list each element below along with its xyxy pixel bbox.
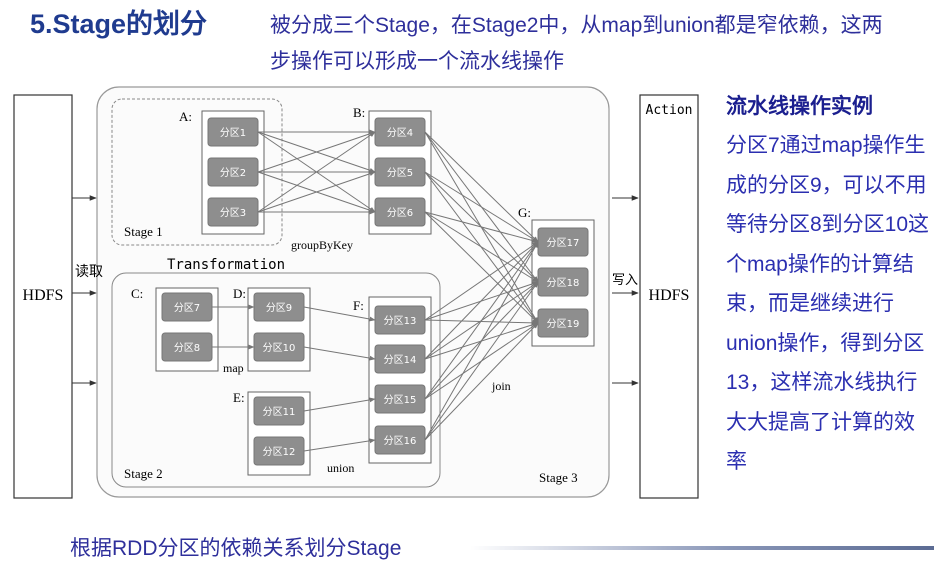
stage2-label: Stage 2 xyxy=(124,466,163,481)
partition-11: 分区11 xyxy=(253,396,305,426)
hdfs-right-label: HDFS xyxy=(649,287,690,304)
svg-text:分区13: 分区13 xyxy=(384,315,417,327)
partition-4: 分区4 xyxy=(374,117,426,147)
svg-text:分区2: 分区2 xyxy=(220,167,246,179)
side-heading: 流水线操作实例 xyxy=(726,95,873,118)
svg-text:分区4: 分区4 xyxy=(387,127,413,139)
svg-text:分区1: 分区1 xyxy=(220,127,246,139)
rdd-a-label: A: xyxy=(179,109,192,124)
partition-16: 分区16 xyxy=(374,425,426,455)
svg-text:分区17: 分区17 xyxy=(547,237,580,249)
partition-18: 分区18 xyxy=(537,267,589,297)
partition-19: 分区19 xyxy=(537,308,589,338)
partition-9: 分区9 xyxy=(253,292,305,322)
partition-12: 分区12 xyxy=(253,436,305,466)
svg-text:分区15: 分区15 xyxy=(384,394,417,406)
groupbykey-label: groupByKey xyxy=(291,238,353,252)
svg-text:分区19: 分区19 xyxy=(547,318,580,330)
transformation-label: Transformation xyxy=(167,257,285,273)
rdd-d-label: D: xyxy=(233,286,246,301)
partition-8: 分区8 xyxy=(161,332,213,362)
partition-14: 分区14 xyxy=(374,344,426,374)
partition-10: 分区10 xyxy=(253,332,305,362)
partition-13: 分区13 xyxy=(374,305,426,335)
svg-text:分区8: 分区8 xyxy=(174,342,200,354)
svg-text:分区16: 分区16 xyxy=(384,435,417,447)
side-text: 分区7通过map操作生成的分区9，可以不用等待分区8到分区10这个map操作的计… xyxy=(726,134,930,473)
svg-text:分区11: 分区11 xyxy=(263,406,296,418)
action-label: Action xyxy=(646,103,693,118)
svg-text:分区3: 分区3 xyxy=(220,207,246,219)
partition-6: 分区6 xyxy=(374,197,426,227)
stage2-container xyxy=(111,272,441,488)
svg-text:分区14: 分区14 xyxy=(384,354,417,366)
rdd-e-label: E: xyxy=(233,390,245,405)
svg-text:分区18: 分区18 xyxy=(547,277,580,289)
partition-1: 分区1 xyxy=(207,117,259,147)
footer-divider xyxy=(470,546,934,550)
write-label: 写入 xyxy=(612,272,638,287)
hdfs-right-box xyxy=(639,94,699,499)
rdd-g-label: G: xyxy=(518,205,531,220)
svg-text:分区10: 分区10 xyxy=(263,342,296,354)
stage1-label: Stage 1 xyxy=(124,224,163,239)
union-label: union xyxy=(327,461,354,475)
hdfs-left-box xyxy=(13,94,73,499)
svg-text:分区12: 分区12 xyxy=(263,446,296,458)
map-label: map xyxy=(223,361,244,375)
partition-3: 分区3 xyxy=(207,197,259,227)
svg-text:分区5: 分区5 xyxy=(387,167,413,179)
svg-text:分区9: 分区9 xyxy=(266,302,292,314)
read-label: 读取 xyxy=(75,263,103,280)
rdd-f-label: F: xyxy=(353,298,364,313)
rdd-b-label: B: xyxy=(353,105,365,120)
join-label: join xyxy=(491,379,511,393)
svg-text:分区6: 分区6 xyxy=(387,207,413,219)
partition-7: 分区7 xyxy=(161,292,213,322)
partition-17: 分区17 xyxy=(537,227,589,257)
rdd-c-label: C: xyxy=(131,286,143,301)
svg-text:分区7: 分区7 xyxy=(174,302,200,314)
dependency-arrows xyxy=(212,129,539,452)
stage1-container xyxy=(111,98,283,246)
slide-subtitle: 被分成三个Stage，在Stage2中，从map到union都是窄依赖，这两步操… xyxy=(270,14,883,73)
slide-title: 5.Stage的划分 xyxy=(30,9,208,39)
partition-2: 分区2 xyxy=(207,157,259,187)
stage3-label: Stage 3 xyxy=(539,470,578,485)
hdfs-left-label: HDFS xyxy=(23,287,64,304)
partition-5: 分区5 xyxy=(374,157,426,187)
slide-footer: 根据RDD分区的依赖关系划分Stage xyxy=(70,537,402,560)
partition-15: 分区15 xyxy=(374,384,426,414)
